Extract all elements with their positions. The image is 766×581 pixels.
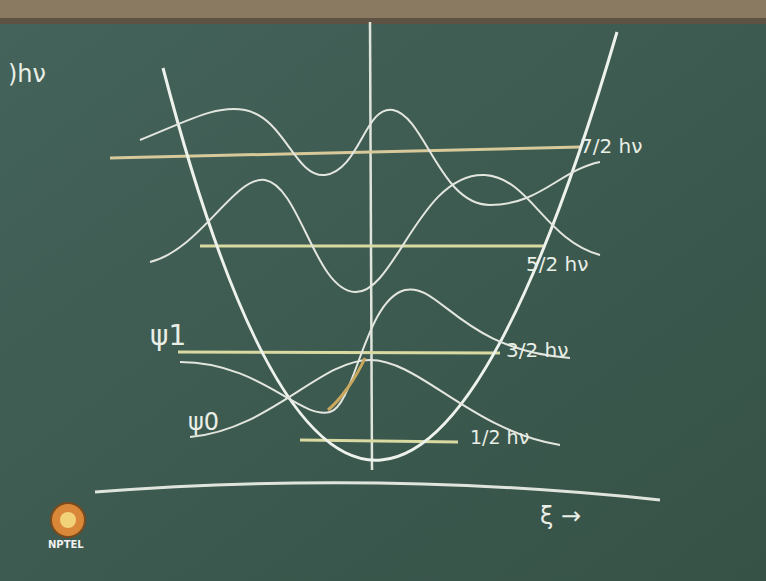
energy-label: 1/2 hν <box>470 428 529 447</box>
nptel-logo <box>51 503 85 537</box>
energy-label: 3/2 hν <box>506 340 568 360</box>
level-2 <box>200 245 545 248</box>
axis-label: ξ → <box>540 504 581 528</box>
energy-label-cut: )hν <box>8 62 46 86</box>
psi-2 <box>150 175 600 292</box>
level-1 <box>178 352 500 353</box>
energy-label: 5/2 hν <box>526 254 588 274</box>
psi-1 <box>180 289 570 412</box>
chalk-mark <box>328 358 365 410</box>
wavefunction-label: ψ0 <box>188 410 219 434</box>
level-0 <box>300 440 458 442</box>
potential-parabola <box>163 32 617 460</box>
level-3 <box>110 147 580 158</box>
psi-3 <box>140 109 600 205</box>
watermark: NPTEL <box>48 540 84 550</box>
board-frame-edge <box>0 18 766 24</box>
wavefunctions <box>140 109 600 445</box>
wavefunction-label: ψ1 <box>150 322 186 350</box>
energy-label: 7/2 hν <box>580 136 642 156</box>
baseline-curve <box>95 483 660 500</box>
energy-levels <box>110 147 580 442</box>
